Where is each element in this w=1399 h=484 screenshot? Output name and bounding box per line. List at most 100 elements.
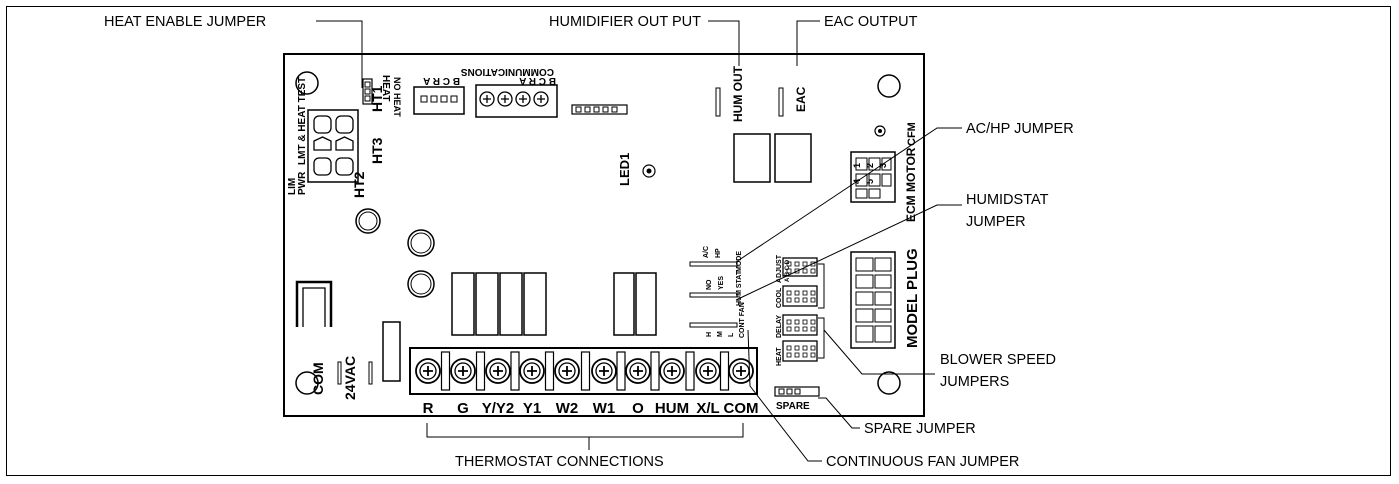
adjust-label: ADJUST — [776, 254, 783, 283]
capacitor-1 — [355, 208, 381, 234]
cfm-led — [874, 125, 886, 137]
heat-enable-callout: HEAT ENABLE JUMPER — [104, 14, 266, 30]
hum-stat-label: HUM STAT — [736, 270, 743, 306]
ht2-label: HT2 — [351, 171, 367, 198]
spare-jumper-callout: SPARE JUMPER — [864, 421, 976, 437]
terminal-label-w2: W2 — [556, 400, 579, 417]
terminal-screw-g — [450, 358, 476, 384]
fan-l-label: L — [728, 332, 735, 337]
fan-m-label: M — [717, 331, 724, 337]
delay-label: DELAY — [776, 315, 783, 338]
model-plug: MODEL PLUG — [850, 248, 921, 349]
capacitor-3 — [407, 270, 435, 298]
terminal-label-hum: HUM — [655, 400, 689, 417]
mounting-hole-bottom-right — [877, 371, 901, 395]
mode-label: MODE — [736, 251, 743, 272]
heat-row-label: HEAT — [776, 347, 783, 366]
model-plug-label: MODEL PLUG — [904, 248, 921, 348]
terminal-screw-xl — [695, 358, 721, 384]
heater-connector: HT1 HT3 HT2 LIM PWR LMT & HEAT TEST — [287, 77, 385, 198]
mounting-hole-bottom-left — [295, 371, 319, 395]
ac-hp-callout: AC/HP JUMPER — [966, 121, 1074, 137]
terminal-screws — [415, 351, 754, 391]
heat-enable-jumper: HEAT NO HEAT — [362, 75, 402, 117]
terminal-label-g: G — [457, 400, 469, 417]
hum-out-label: HUM OUT — [731, 65, 745, 122]
terminal-screw-w2 — [554, 358, 580, 384]
hum-out-terminal: HUM OUT — [715, 65, 745, 122]
ac-hp-jumper: A/C HP MODE — [689, 246, 743, 272]
cool-label: COOL — [776, 287, 783, 308]
ac-label: A/C — [703, 246, 710, 258]
thermostat-connections-callout: THERMOSTAT CONNECTIONS — [455, 454, 664, 470]
comm-connector-small — [413, 86, 465, 115]
blower-speed-callout-line1: BLOWER SPEED — [940, 352, 1056, 368]
humidstat-callout-line1: HUMIDSTAT — [966, 192, 1049, 208]
ecm-pin-1: 1 — [852, 163, 862, 168]
ht3-label: HT3 — [369, 137, 385, 164]
led1-label: LED1 — [617, 153, 632, 186]
capacitor-2 — [407, 229, 435, 257]
relay-hum — [733, 133, 771, 183]
spare-board-label: SPARE — [776, 401, 810, 412]
yes-label: YES — [718, 276, 725, 290]
spare-jumper: SPARE — [774, 386, 820, 412]
fan-h-label: H — [706, 332, 713, 337]
relay-bank-right — [613, 272, 657, 336]
transformer-wire — [295, 280, 333, 327]
lim-label: LIM — [287, 178, 298, 195]
cont-fan-label: CONT FAN — [739, 302, 746, 338]
eac-terminal: EAC — [778, 86, 808, 117]
terminal-label-yy2: Y/Y2 — [482, 400, 515, 417]
ecm-pin-5: 5 — [865, 179, 875, 184]
abcd-label-1: A B C D — [785, 259, 791, 282]
blower-speed-jumpers: ADJUST COOL DELAY HEAT A B C D — [776, 254, 818, 366]
terminal-label-o: O — [632, 400, 644, 417]
terminal-screw-r — [415, 358, 441, 384]
terminal-screw-hum — [659, 358, 685, 384]
terminal-label-y1: Y1 — [523, 400, 541, 417]
terminal-screw-y1 — [519, 358, 545, 384]
limit-heat-test-label: LMT & HEAT TEST — [297, 77, 308, 165]
ecm-pin-3: 3 — [878, 163, 888, 168]
terminal-label-com: COM — [724, 400, 759, 417]
com-power-label: COM — [310, 362, 326, 395]
terminal-label-r: R — [423, 400, 434, 417]
humidifier-output-callout: HUMIDIFIER OUT PUT — [549, 14, 701, 30]
terminal-label-w1: W1 — [593, 400, 616, 417]
fuse — [382, 321, 401, 382]
terminal-screw-w1 — [591, 358, 617, 384]
heat-label: HEAT — [380, 75, 391, 101]
eac-label: EAC — [794, 86, 808, 112]
relay-eac — [774, 133, 812, 183]
hp-label: HP — [715, 248, 722, 258]
led1: LED1 — [617, 153, 656, 186]
continuous-fan-jumper: H M L CONT FAN — [689, 302, 746, 338]
terminal-screw-yy2 — [485, 358, 511, 384]
24vac-label: 24VAC — [342, 356, 358, 400]
ht1-label: HT1 — [369, 85, 385, 112]
eac-output-callout: EAC OUTPUT — [824, 14, 918, 30]
pwr-label: PWR — [297, 171, 308, 195]
diagram-frame — [6, 6, 1391, 476]
relay-bank-left — [451, 272, 547, 336]
comm-right-pins-label: B C R A — [519, 75, 556, 86]
comm-left-pins-label: B C R A — [423, 75, 460, 86]
humidstat-callout-line2: JUMPER — [966, 214, 1026, 230]
humidstat-jumper: NO YES HUM STAT — [689, 270, 743, 306]
terminal-screw-o — [625, 358, 651, 384]
communications-label: COMMUNICATIONS — [461, 66, 554, 77]
mounting-hole-top-left — [295, 71, 319, 95]
no-label: NO — [706, 279, 713, 290]
continuous-fan-callout: CONTINUOUS FAN JUMPER — [826, 454, 1019, 470]
ecm-pin-2: 2 — [865, 163, 875, 168]
leader-lines — [316, 20, 962, 462]
mounting-hole-top-right — [877, 74, 901, 98]
ecm-motor-label: ECM MOTOR — [904, 147, 918, 222]
blower-speed-callout-line2: JUMPERS — [940, 374, 1009, 390]
no-heat-label: NO HEAT — [392, 77, 402, 117]
communications-block: COMMUNICATIONS B C R A B C R A — [413, 66, 628, 118]
cfm-label: CFM — [906, 122, 918, 146]
